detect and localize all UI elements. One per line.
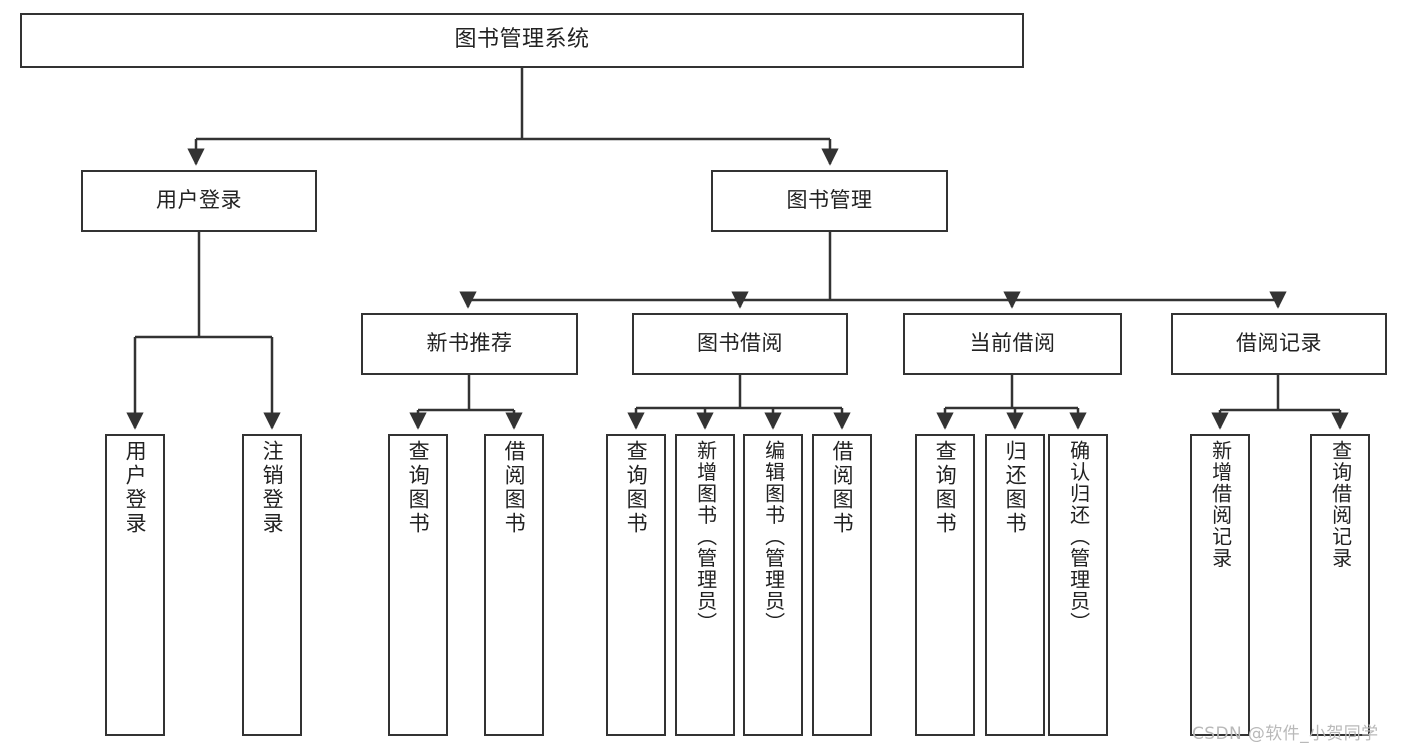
- leaf-logout-label: 注销登录: [260, 440, 285, 536]
- leaf-return-book-label: 归还图书: [1003, 440, 1028, 536]
- leaf-borrow-book-newbook-label: 借阅图书: [502, 440, 527, 536]
- leaf-return-book[interactable]: 归还图书: [985, 434, 1045, 736]
- leaf-borrow-book[interactable]: 借阅图书: [812, 434, 872, 736]
- node-user-login-label: 用户登录: [156, 188, 242, 213]
- leaf-borrow-book-label: 借阅图书: [830, 440, 855, 536]
- leaf-user-login-label: 用户登录: [123, 440, 148, 536]
- leaf-add-borrow-record-label: 新增借阅记录: [1208, 440, 1233, 569]
- leaf-edit-book-admin-label: 编辑图书（管理员）: [761, 440, 786, 634]
- leaf-confirm-return-admin-label: 确认归还（管理员）: [1066, 440, 1091, 634]
- leaf-confirm-return-admin[interactable]: 确认归还（管理员）: [1048, 434, 1108, 736]
- leaf-borrow-book-newbook[interactable]: 借阅图书: [484, 434, 544, 736]
- node-book-manage-label: 图书管理: [786, 188, 873, 213]
- leaf-add-borrow-record[interactable]: 新增借阅记录: [1190, 434, 1250, 736]
- leaf-query-book-newbook[interactable]: 查询图书: [388, 434, 448, 736]
- node-new-book-recommend-label: 新书推荐: [426, 331, 513, 356]
- node-current-borrow[interactable]: 当前借阅: [903, 313, 1122, 375]
- leaf-query-borrow-record[interactable]: 查询借阅记录: [1310, 434, 1370, 736]
- node-user-login[interactable]: 用户登录: [81, 170, 317, 232]
- leaf-add-book-admin-label: 新增图书（管理员）: [693, 440, 718, 634]
- leaf-user-login[interactable]: 用户登录: [105, 434, 165, 736]
- node-borrow-record[interactable]: 借阅记录: [1171, 313, 1387, 375]
- leaf-query-book-borrow-label: 查询图书: [624, 440, 649, 536]
- leaf-add-book-admin[interactable]: 新增图书（管理员）: [675, 434, 735, 736]
- node-root-label: 图书管理系统: [454, 27, 590, 53]
- node-root[interactable]: 图书管理系统: [20, 13, 1024, 68]
- node-new-book-recommend[interactable]: 新书推荐: [361, 313, 578, 375]
- leaf-logout[interactable]: 注销登录: [242, 434, 302, 736]
- node-book-manage[interactable]: 图书管理: [711, 170, 948, 232]
- leaf-edit-book-admin[interactable]: 编辑图书（管理员）: [743, 434, 803, 736]
- leaf-query-book-current-label: 查询图书: [933, 440, 958, 536]
- leaf-query-borrow-record-label: 查询借阅记录: [1328, 440, 1353, 569]
- leaf-query-book-borrow[interactable]: 查询图书: [606, 434, 666, 736]
- csdn-watermark: CSDN @软件_小贺同学: [1192, 724, 1379, 744]
- leaf-query-book-current[interactable]: 查询图书: [915, 434, 975, 736]
- node-current-borrow-label: 当前借阅: [969, 331, 1056, 356]
- leaf-query-book-newbook-label: 查询图书: [406, 440, 431, 536]
- node-borrow-record-label: 借阅记录: [1236, 331, 1322, 356]
- node-book-borrow-label: 图书借阅: [697, 331, 783, 356]
- node-book-borrow[interactable]: 图书借阅: [632, 313, 848, 375]
